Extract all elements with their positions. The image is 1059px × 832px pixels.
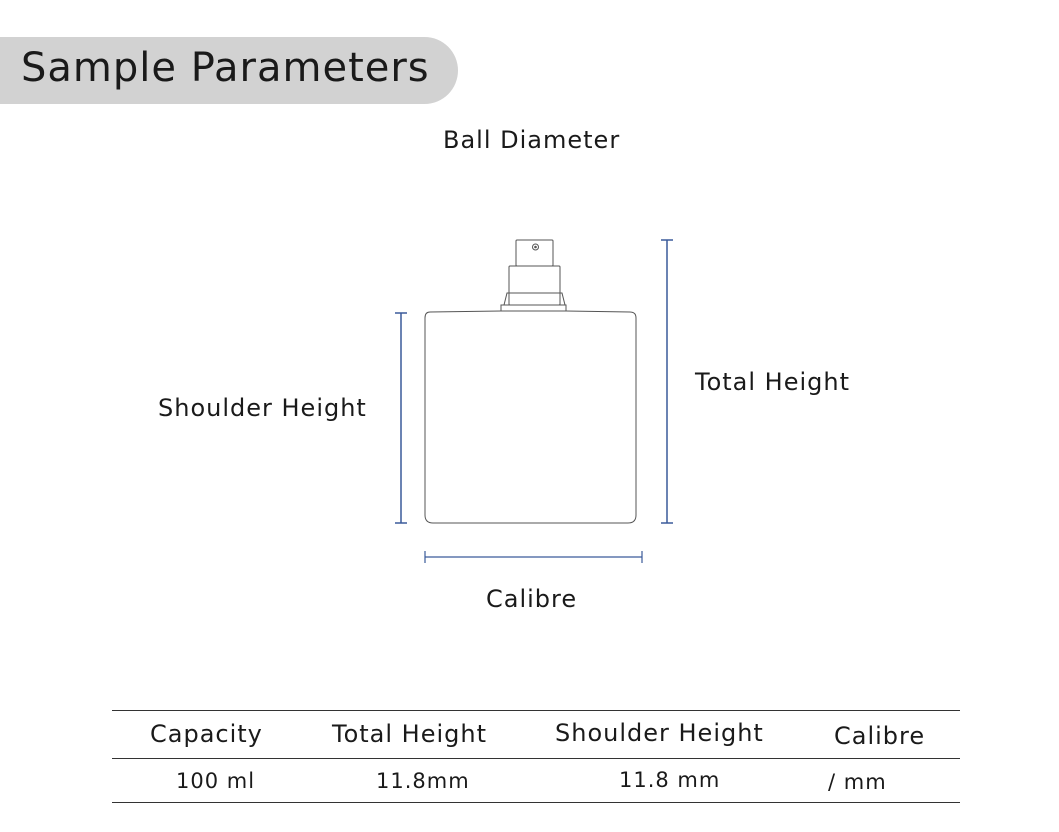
table-header-shoulder-height: Shoulder Height	[555, 719, 764, 747]
calibre-label: Calibre	[486, 585, 578, 613]
table-header-capacity: Capacity	[150, 720, 263, 748]
bottle-illustration	[424, 239, 637, 524]
table-header-rule	[112, 758, 960, 759]
total-height-label: Total Height	[695, 368, 851, 396]
header-banner	[0, 37, 458, 104]
ball-diameter-label: Ball Diameter	[443, 126, 621, 154]
table-cell-shoulder-height: 11.8 mm	[619, 768, 721, 792]
table-header-calibre: Calibre	[834, 722, 926, 750]
bottle-neck-flare	[503, 292, 566, 306]
bottle-neck-ring	[500, 304, 567, 312]
bottle-nozzle-icon	[532, 243, 539, 251]
table-top-rule	[112, 710, 960, 711]
calibre-dimension	[424, 551, 643, 563]
total-height-dimension	[661, 239, 673, 524]
table-bottom-rule	[112, 802, 960, 803]
table-cell-calibre: / mm	[828, 770, 887, 794]
shoulder-height-dimension	[395, 312, 407, 524]
table-cell-capacity: 100 ml	[176, 769, 256, 793]
bottle-body	[424, 310, 637, 524]
bottle-collar	[508, 265, 561, 306]
table-header-total-height: Total Height	[332, 720, 488, 748]
shoulder-height-label: Shoulder Height	[158, 394, 367, 422]
table-cell-total-height: 11.8mm	[376, 769, 470, 793]
page-title: Sample Parameters	[21, 45, 430, 91]
